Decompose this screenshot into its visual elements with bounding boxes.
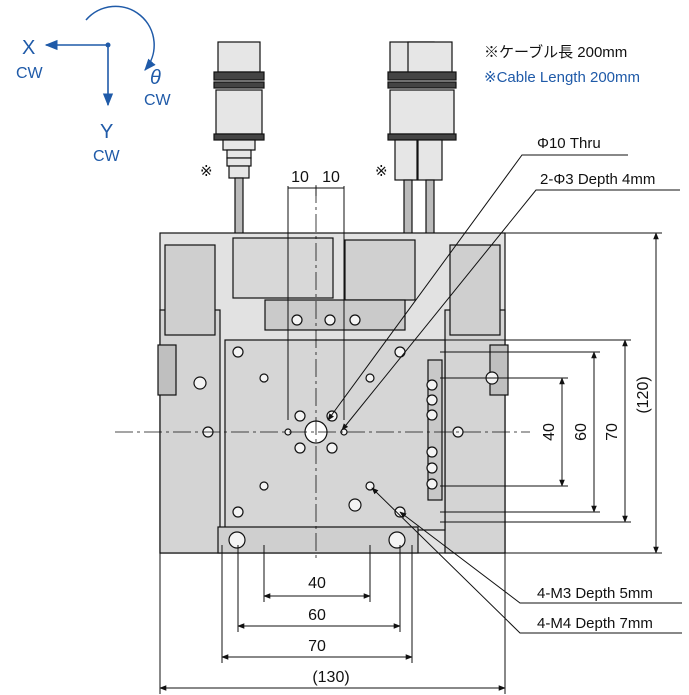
dim-bottom-60: 60 (308, 607, 326, 624)
x-axis-label: X (22, 37, 35, 59)
right-cable-marker: ※ (375, 163, 388, 180)
callout-thru-hole: Φ10 Thru (537, 135, 601, 152)
axis-indicator: X CW Y CW θ CW (16, 5, 172, 165)
dim-top-left-10: 10 (291, 169, 309, 186)
right-connector (387, 41, 457, 261)
dimension-lines (159, 186, 662, 694)
callout-m4-holes: 4-M4 Depth 7mm (537, 615, 653, 632)
center-lines (115, 185, 530, 560)
axis-origin (105, 42, 111, 48)
callout-m3-holes: 4-M3 Depth 5mm (537, 585, 653, 602)
y-axis-label: Y (100, 121, 113, 143)
left-cable-marker: ※ (200, 163, 213, 180)
dim-bottom-130: (130) (312, 669, 349, 686)
x-direction-label: CW (16, 65, 44, 82)
stage-body (157, 232, 509, 554)
dim-right-40: 40 (541, 423, 558, 441)
callout-leaders (327, 154, 682, 634)
theta-direction-label: CW (144, 92, 172, 109)
cable-note-en: ※Cable Length 200mm (484, 69, 640, 86)
cable-note-jp: ※ケーブル長 200mm (484, 43, 627, 61)
theta-rotation-arrow (85, 5, 156, 71)
dim-bottom-70: 70 (308, 638, 326, 655)
dim-bottom-40: 40 (308, 575, 326, 592)
y-direction-label: CW (93, 148, 121, 165)
dim-right-120: (120) (635, 376, 652, 413)
dim-right-70: 70 (604, 423, 621, 441)
dim-top-right-10: 10 (322, 169, 340, 186)
callout-pin-holes: 2-Φ3 Depth 4mm (540, 171, 655, 188)
dim-right-60: 60 (573, 423, 590, 441)
top-table (224, 339, 446, 531)
theta-label: θ (150, 67, 161, 89)
